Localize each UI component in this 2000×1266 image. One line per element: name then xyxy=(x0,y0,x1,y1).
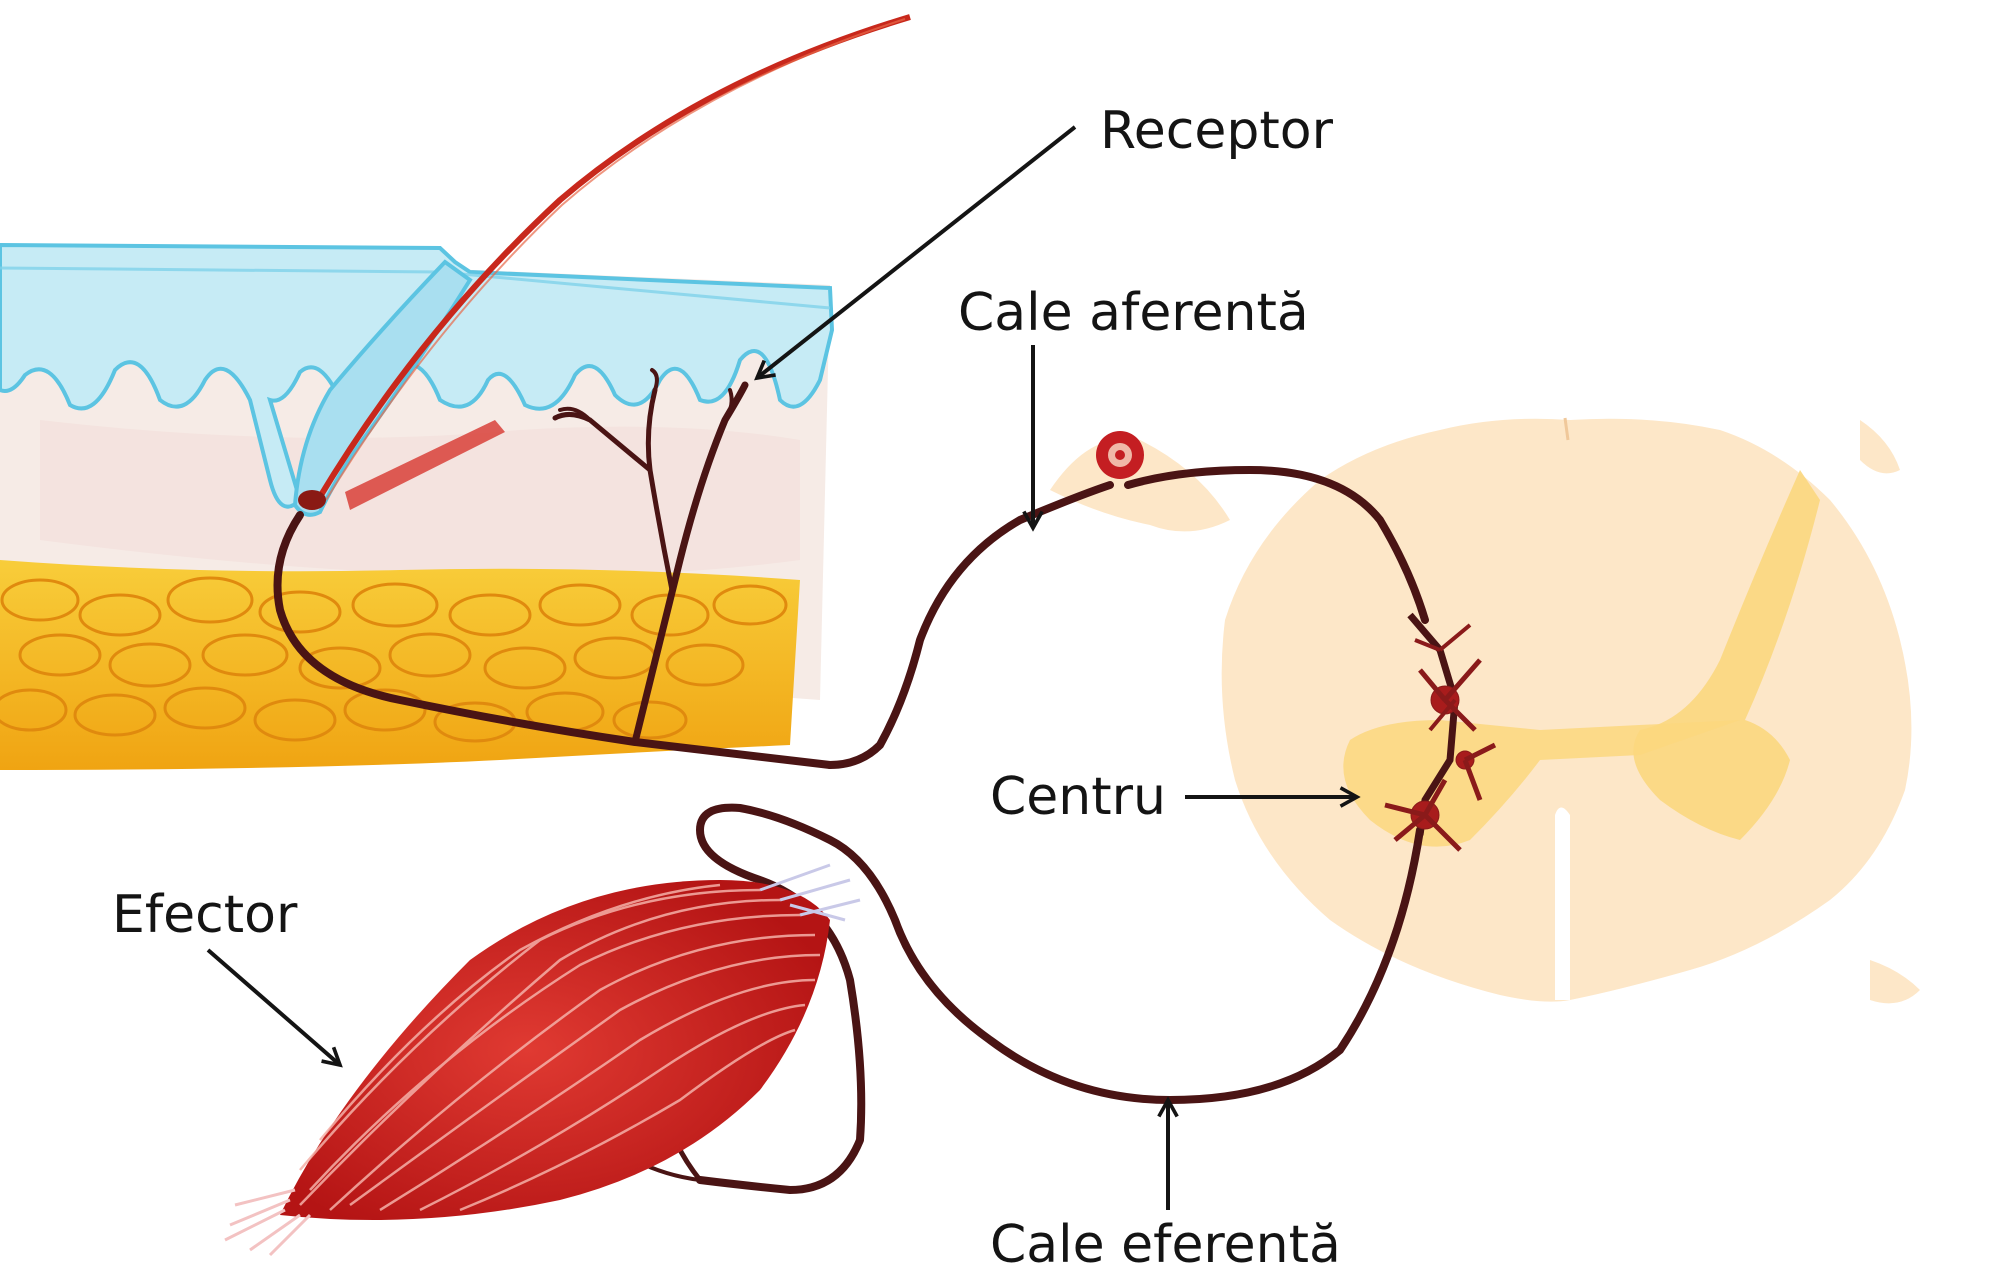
grey-matter xyxy=(1633,470,1820,840)
interneurons xyxy=(1384,612,1497,852)
fat-cells xyxy=(0,576,788,743)
skin-section xyxy=(0,14,911,770)
fat-layer xyxy=(0,560,800,770)
dorsal-root xyxy=(1124,466,1429,624)
follicle-nerve-loop xyxy=(273,511,834,769)
spinal-cord xyxy=(1050,417,1920,1004)
ganglion-cell xyxy=(1096,431,1144,479)
tendon-left xyxy=(224,1188,312,1257)
label-effector: Efector xyxy=(112,885,298,945)
arrow-effector xyxy=(206,948,340,1065)
annotations: Receptor Cale aferentă Centru Efector Ca… xyxy=(112,101,1357,1266)
arrector-pili xyxy=(345,420,505,510)
label-afferent-pathway: Cale aferentă xyxy=(958,283,1309,343)
muscle xyxy=(224,863,861,1257)
label-efferent-pathway: Cale eferentă xyxy=(990,1215,1341,1266)
muscle-fibers xyxy=(299,883,821,1212)
muscle-belly xyxy=(280,880,830,1220)
hair-follicle xyxy=(292,259,473,517)
tendon-right xyxy=(759,863,861,922)
efferent-nerve xyxy=(696,803,1424,1194)
hair-shaft xyxy=(315,14,911,502)
label-receptor: Receptor xyxy=(1100,101,1334,161)
label-center: Centru xyxy=(990,767,1166,827)
afferent-nerve xyxy=(826,481,1114,769)
arrow-receptor xyxy=(757,125,1077,378)
spinal-cord-outline xyxy=(1221,418,1912,1002)
